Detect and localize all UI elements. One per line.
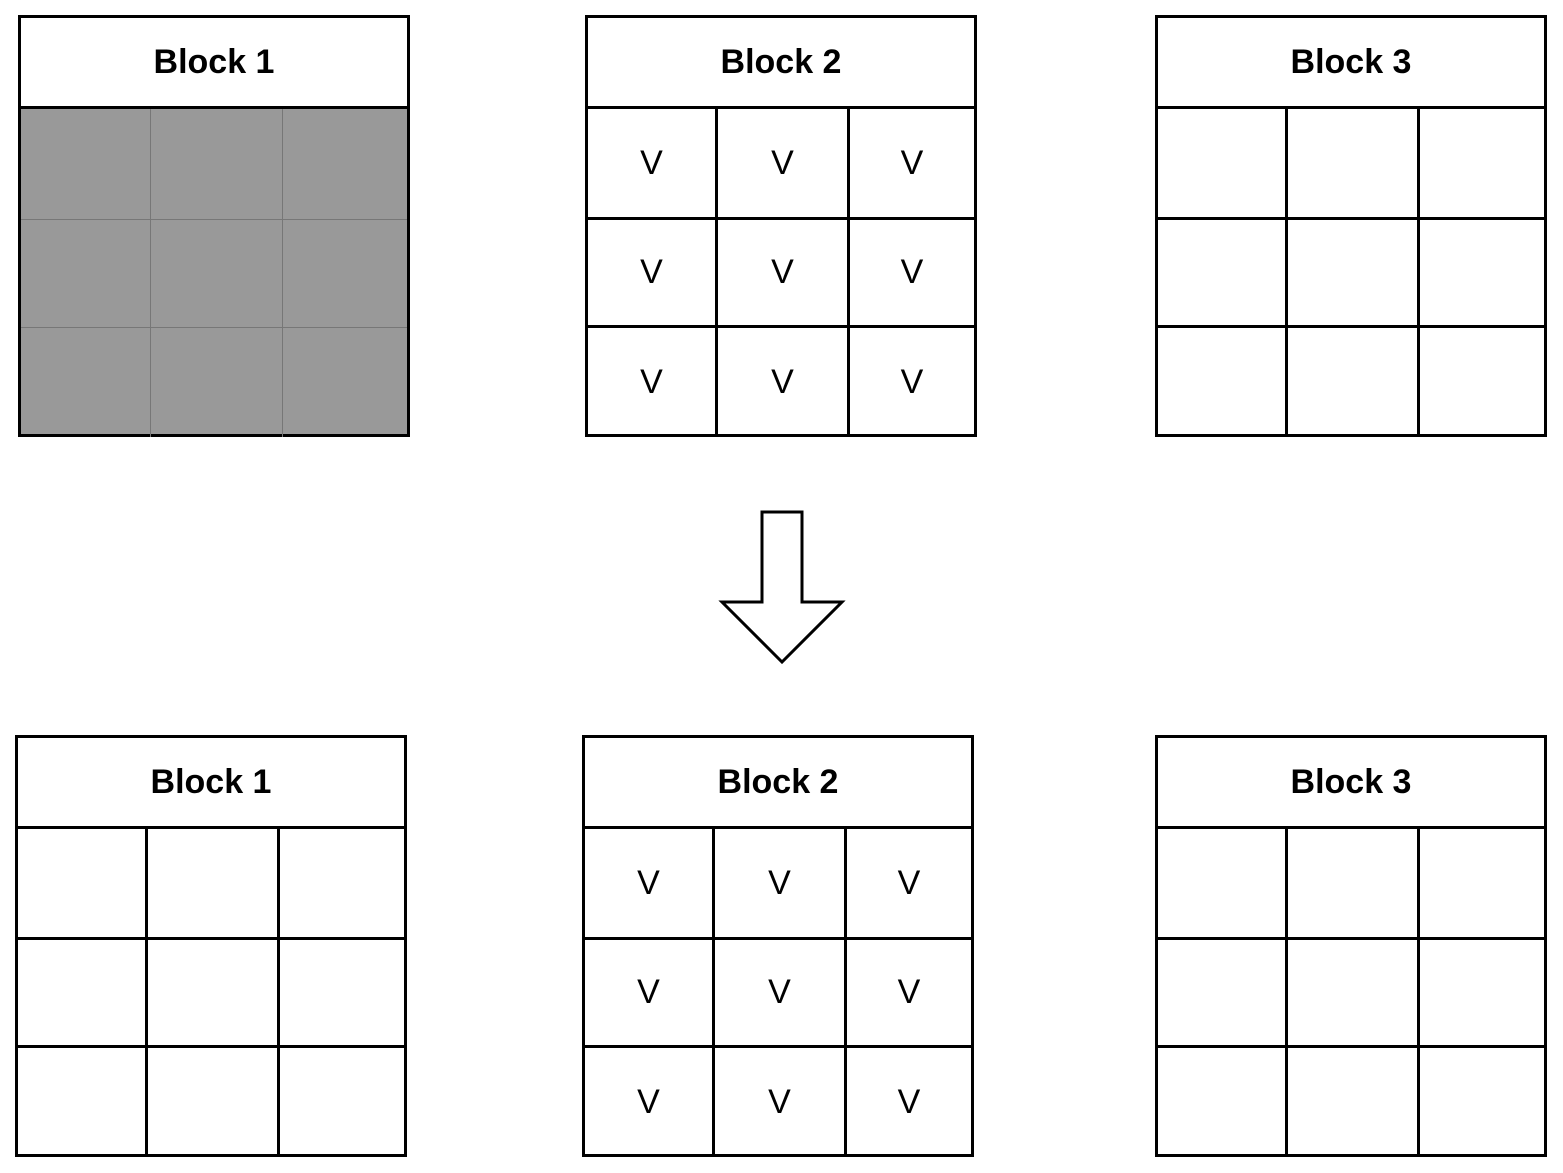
block-2-before-cell: V [850, 109, 974, 220]
block-3-after-cell [1420, 1048, 1544, 1157]
block-2-before-cell: V [588, 328, 718, 437]
block-3-before-cell [1288, 109, 1420, 220]
block-2-before-cell: V [850, 220, 974, 328]
block-1-after-cell [18, 1048, 148, 1157]
block-3-after-cell [1158, 829, 1288, 940]
block-2-before-grid: V V V V V V V V V [588, 109, 974, 437]
block-2-after-cell: V [715, 1048, 847, 1157]
block-3-before-title: Block 3 [1158, 18, 1544, 109]
block-2-before-cell: V [588, 220, 718, 328]
block-3-before-cell [1420, 220, 1544, 328]
block-3-after-grid [1158, 829, 1544, 1157]
block-3-before-cell [1288, 220, 1420, 328]
block-1-after-title: Block 1 [18, 738, 404, 829]
block-1-before-cell [283, 109, 407, 220]
block-2-before-cell: V [588, 109, 718, 220]
block-3-before-grid [1158, 109, 1544, 437]
block-1-after-cell [280, 940, 404, 1048]
block-1-after-grid [18, 829, 404, 1157]
block-2-before-title: Block 2 [588, 18, 974, 109]
block-3-after-cell [1288, 940, 1420, 1048]
block-3-after: Block 3 [1155, 735, 1547, 1157]
block-1-before-grid [21, 109, 407, 437]
block-2-before-cell: V [718, 220, 850, 328]
block-1-after-cell [280, 1048, 404, 1157]
block-2-after-cell: V [715, 940, 847, 1048]
block-2-after-cell: V [585, 829, 715, 940]
block-1-after: Block 1 [15, 735, 407, 1157]
block-2-before-cell: V [718, 328, 850, 437]
block-2-after-cell: V [897, 1083, 921, 1121]
block-1-before-cell [21, 220, 151, 328]
block-1-after-cell [148, 829, 280, 940]
block-2-after-cell: V [847, 940, 971, 1048]
block-2-before-cell: V [900, 363, 924, 401]
block-2-after: Block 2 V V V V V V V V V [582, 735, 974, 1157]
block-1-after-cell [18, 829, 148, 940]
block-3-after-cell [1420, 940, 1544, 1048]
block-3-after-title: Block 3 [1158, 738, 1544, 829]
block-1-before-cell [283, 220, 407, 328]
block-1-after-cell [18, 940, 148, 1048]
block-1-before-cell [283, 328, 407, 437]
block-2-after-cell: V [715, 829, 847, 940]
block-2-before-cell: V [718, 109, 850, 220]
block-3-before-cell [1288, 328, 1420, 437]
block-1-before-cell [151, 328, 283, 437]
block-3-after-cell [1288, 1048, 1420, 1157]
block-2-before: Block 2 V V V V V V V V V [585, 15, 977, 437]
block-1-after-cell [280, 829, 404, 940]
block-1-before-cell [151, 109, 283, 220]
block-1-before-title: Block 1 [21, 18, 407, 109]
block-2-after-cell: V [585, 940, 715, 1048]
block-3-before-cell [1158, 328, 1288, 437]
block-3-before-cell [1420, 109, 1544, 220]
block-2-after-grid: V V V V V V V V V [585, 829, 971, 1157]
block-1-before-cell [151, 220, 283, 328]
block-3-after-cell [1158, 940, 1288, 1048]
block-2-after-cell: V [847, 829, 971, 940]
block-3-after-cell [1420, 829, 1544, 940]
block-1-before-cell [21, 109, 151, 220]
block-3-after-cell [1158, 1048, 1288, 1157]
down-arrow-icon [718, 510, 846, 665]
block-1-before-cell [21, 328, 151, 437]
block-1-after-cell [148, 940, 280, 1048]
block-3-before-cell [1158, 109, 1288, 220]
block-2-after-cell: V [585, 1048, 715, 1157]
block-3-before-cell [1420, 328, 1544, 437]
block-3-before: Block 3 [1155, 15, 1547, 437]
block-2-after-title: Block 2 [585, 738, 971, 829]
block-1-after-cell [148, 1048, 280, 1157]
block-3-before-cell [1158, 220, 1288, 328]
block-1-before: Block 1 [18, 15, 410, 437]
block-3-after-cell [1288, 829, 1420, 940]
